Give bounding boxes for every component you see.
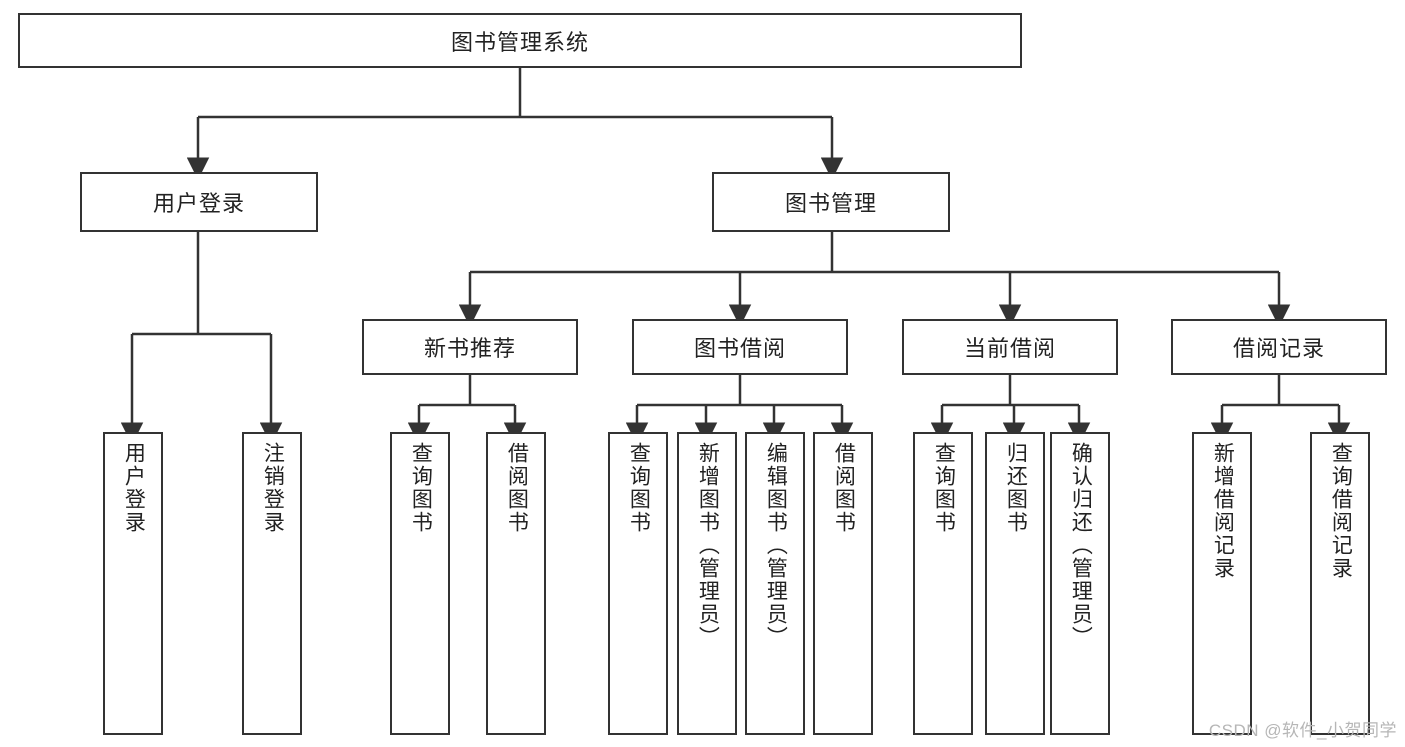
leaf-label: 查询图书 [627,442,651,534]
node-book-management[interactable]: 图书管理 [712,172,950,232]
leaf-book-borrow-edit[interactable]: 编辑图书（管理员） [745,432,805,735]
node-new-book-recommend-label: 新书推荐 [423,336,516,361]
leaf-borrow-record-add[interactable]: 新增借阅记录 [1192,432,1252,735]
leaf-label: 确认归还（管理员） [1069,442,1093,649]
leaf-label: 编辑图书（管理员） [764,442,788,649]
node-new-book-recommend[interactable]: 新书推荐 [362,319,578,375]
leaf-borrow-record-query[interactable]: 查询借阅记录 [1310,432,1370,735]
leaf-label: 查询借阅记录 [1329,442,1353,580]
leaf-user-login-login[interactable]: 用户登录 [103,432,163,735]
leaf-label: 注销登录 [261,442,285,534]
node-book-borrow-label: 图书借阅 [693,336,786,361]
node-user-login[interactable]: 用户登录 [80,172,318,232]
watermark: CSDN @软件_小贺同学 [1208,721,1397,740]
leaf-label: 用户登录 [122,442,146,534]
leaf-book-borrow-borrow[interactable]: 借阅图书 [813,432,873,735]
node-user-login-label: 用户登录 [152,191,245,216]
node-root[interactable]: 图书管理系统 [18,13,1022,68]
leaf-new-book-borrow[interactable]: 借阅图书 [486,432,546,735]
node-book-borrow[interactable]: 图书借阅 [632,319,848,375]
leaf-label: 归还图书 [1004,442,1028,534]
node-book-management-label: 图书管理 [784,191,877,216]
node-root-label: 图书管理系统 [450,29,589,55]
node-borrow-record[interactable]: 借阅记录 [1171,319,1387,375]
leaf-book-borrow-query[interactable]: 查询图书 [608,432,668,735]
leaf-label: 查询图书 [409,442,433,534]
leaf-label: 借阅图书 [832,442,856,534]
node-current-borrow[interactable]: 当前借阅 [902,319,1118,375]
leaf-user-login-logout[interactable]: 注销登录 [242,432,302,735]
leaf-current-borrow-confirm-return[interactable]: 确认归还（管理员） [1050,432,1110,735]
leaf-label: 借阅图书 [505,442,529,534]
leaf-book-borrow-add[interactable]: 新增图书（管理员） [677,432,737,735]
node-borrow-record-label: 借阅记录 [1232,336,1325,361]
leaf-label: 查询图书 [932,442,956,534]
node-current-borrow-label: 当前借阅 [963,336,1056,361]
leaf-label: 新增图书（管理员） [696,442,720,649]
leaf-current-borrow-query[interactable]: 查询图书 [913,432,973,735]
leaf-label: 新增借阅记录 [1211,442,1235,580]
leaf-new-book-query[interactable]: 查询图书 [390,432,450,735]
leaf-current-borrow-return[interactable]: 归还图书 [985,432,1045,735]
